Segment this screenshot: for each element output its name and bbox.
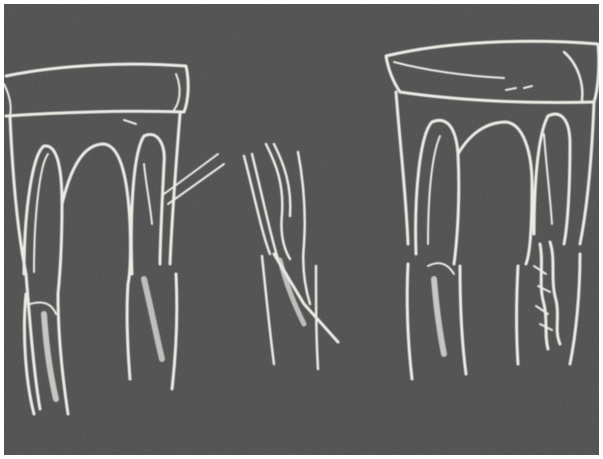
chalk-drawing bbox=[4, 4, 599, 455]
board-texture bbox=[4, 4, 599, 455]
photograph bbox=[4, 4, 599, 455]
